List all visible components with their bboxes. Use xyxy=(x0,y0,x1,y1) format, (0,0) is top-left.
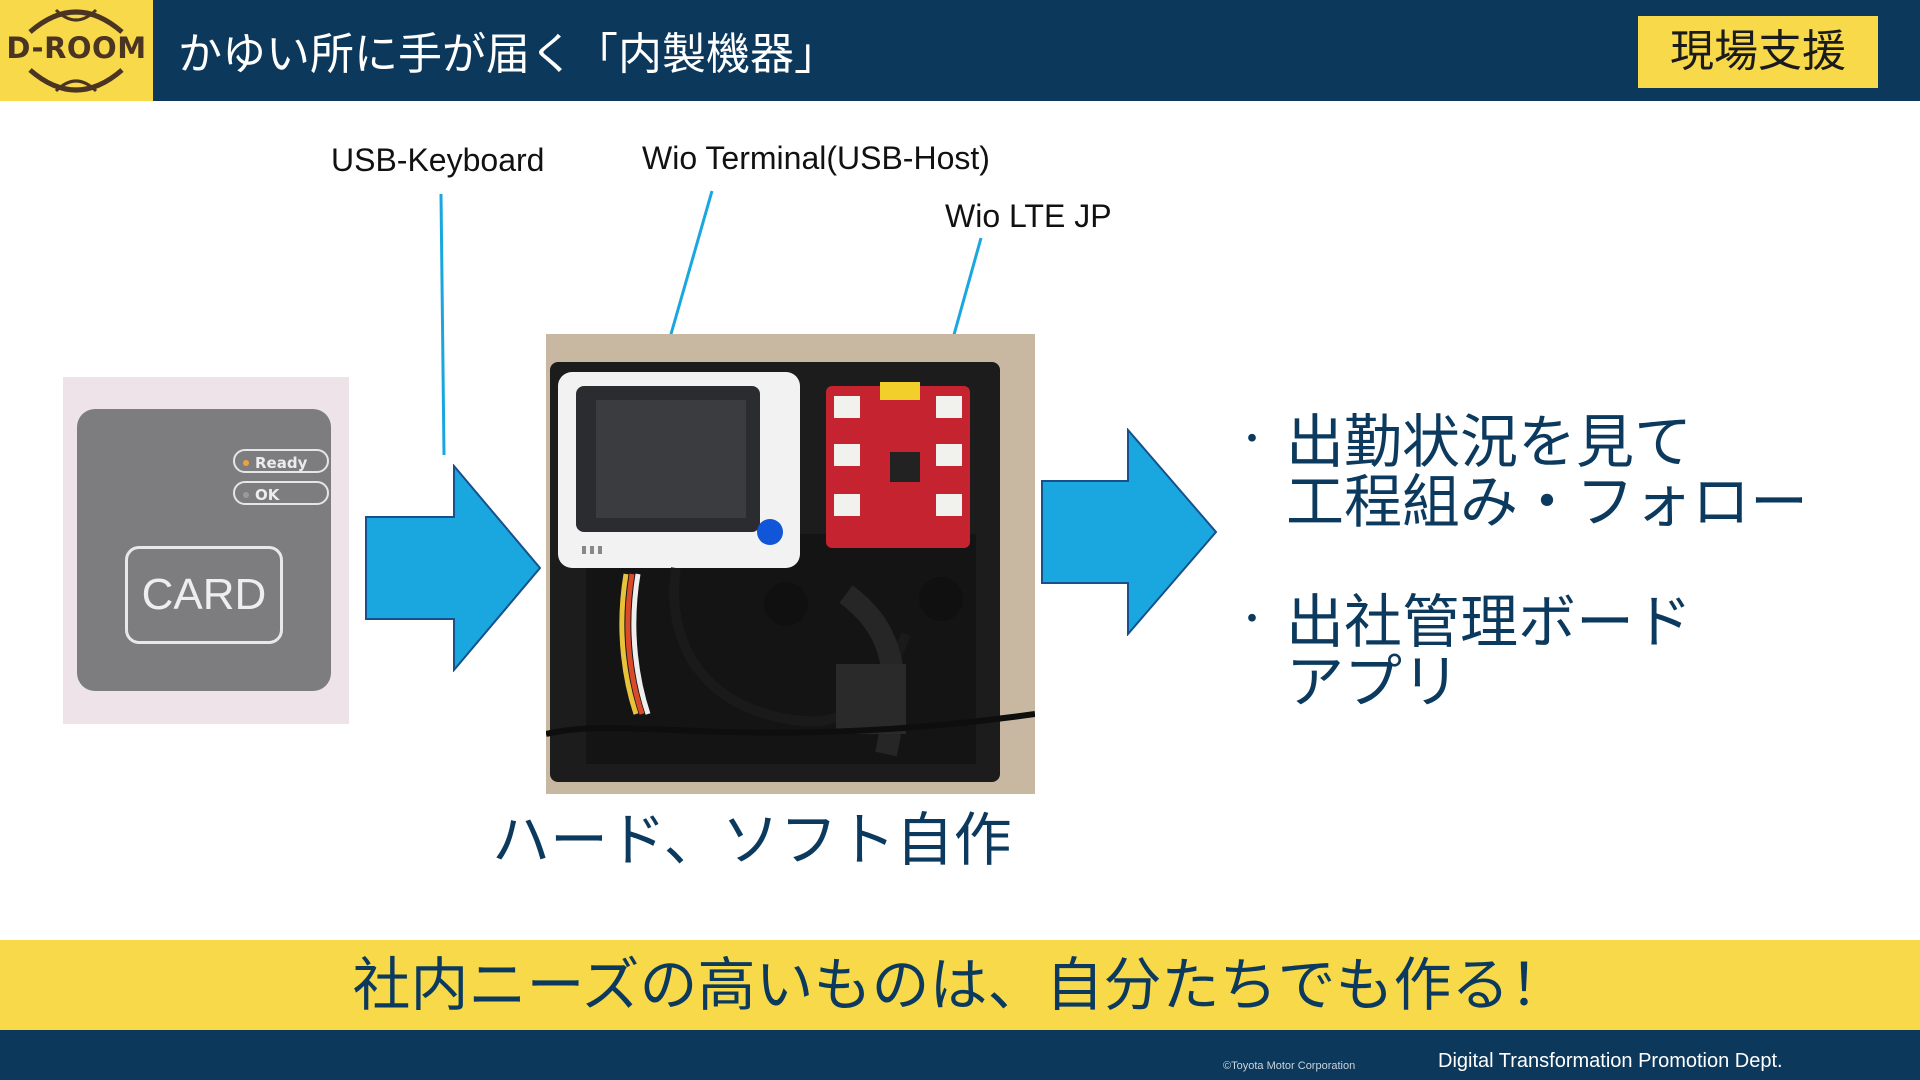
callout-wio-lte: Wio LTE JP xyxy=(945,198,1112,234)
page-title: かゆい所に手が届く「内製機器」 xyxy=(178,29,838,80)
bullet-line: 出社管理ボード xyxy=(1286,588,1693,656)
bullet-line: アプリ xyxy=(1286,648,1461,716)
header-bar: D-ROOM かゆい所に手が届く「内製機器」 現場支援 xyxy=(0,0,1920,101)
ready-indicator: Ready xyxy=(233,449,329,473)
leader-line-keyboard xyxy=(439,193,446,456)
logo-ring-icon xyxy=(28,8,124,93)
copyright-text: ©Toyota Motor Corporation xyxy=(1223,1060,1356,1072)
diy-caption: ハード、ソフト自作 xyxy=(492,806,1012,874)
logo-text: D-ROOM xyxy=(6,31,147,65)
bullet-line: 出勤状況を見て xyxy=(1286,408,1693,476)
card-reader-face: Ready OK CARD xyxy=(77,409,331,691)
ready-label: Ready xyxy=(255,454,308,472)
footer-bar: ©Toyota Motor Corporation Digital Transf… xyxy=(0,1030,1920,1080)
category-badge: 現場支援 xyxy=(1638,16,1878,88)
ok-led-icon xyxy=(243,491,249,498)
bullet-line: 工程組み・フォロー xyxy=(1286,468,1809,536)
callout-usb-keyboard: USB-Keyboard xyxy=(331,142,545,178)
bullet-item-attendance: ・ 出勤状況を見て 工程組み・フォロー xyxy=(1234,408,1809,536)
callout-wio-terminal: Wio Terminal(USB-Host) xyxy=(642,140,990,176)
d-room-logo: D-ROOM xyxy=(0,0,153,101)
ok-indicator: OK xyxy=(233,481,329,505)
bullet-dot-icon: ・ xyxy=(1234,419,1271,460)
card-reader-photo: Ready OK CARD xyxy=(63,377,349,724)
message-banner: 社内ニーズの高いものは、自分たちでも作る！ xyxy=(0,940,1920,1030)
ok-label: OK xyxy=(255,486,280,504)
card-slot-label: CARD xyxy=(125,546,283,644)
device-photo xyxy=(546,334,1035,794)
ready-led-icon xyxy=(243,459,249,466)
right-arrow-icon-2 xyxy=(1041,428,1218,636)
leader-line-terminal xyxy=(661,190,714,363)
department-name: Digital Transformation Promotion Dept. xyxy=(1438,1050,1783,1072)
bullet-item-board-app: ・ 出社管理ボード アプリ xyxy=(1234,588,1693,716)
device-illustration xyxy=(546,334,1035,794)
banner-text: 社内ニーズの高いものは、自分たちでも作る！ xyxy=(352,951,1568,1019)
right-arrow-icon-1 xyxy=(365,464,542,672)
bullet-dot-icon: ・ xyxy=(1234,599,1271,640)
